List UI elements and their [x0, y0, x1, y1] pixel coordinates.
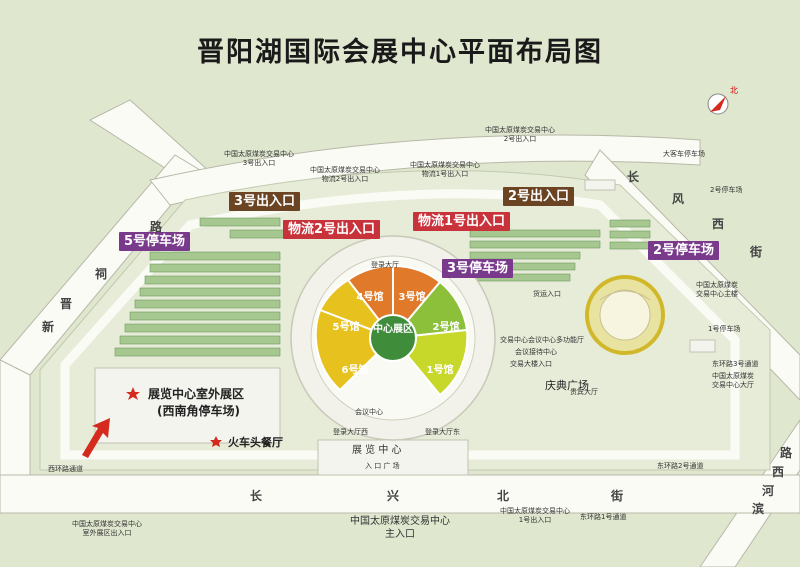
parking-2-tag: 2号停车场: [648, 241, 720, 260]
hall-2-label: 2号馆: [433, 320, 460, 333]
exhibition-center-label: 展 览 中 心: [352, 445, 402, 456]
road-changfeng-3: 西: [712, 217, 725, 231]
entrance-plaza-label: 入 口 广 场: [365, 462, 400, 470]
parking-5-tag: 5号停车场: [119, 232, 191, 251]
hall-3-label: 3号馆: [399, 290, 426, 303]
road-binhe-3: 西: [772, 465, 785, 479]
hall-1-label: 1号馆: [427, 363, 454, 376]
outdoor-star-icon: [126, 387, 140, 400]
parking-3-tag: 3号停车场: [442, 259, 514, 278]
main-entrance-label: 中国太原煤炭交易中心 主入口: [350, 516, 450, 540]
tower-label: 中国太原煤炭 交易中心主楼: [696, 281, 738, 298]
west-ring-label: 西环路通道: [48, 465, 83, 473]
ex3-label: 中国太原煤炭交易中心 3号出入口: [224, 150, 294, 167]
restaurant-star-icon: [210, 436, 222, 447]
compass-label: 北: [730, 86, 738, 95]
meeting-center-label: 会议中心: [355, 408, 383, 416]
hall-4-label: 4号馆: [357, 290, 384, 303]
road-bei: 北: [497, 489, 510, 503]
ex-log2-label: 中国太原煤炭交易中心 物流2号出入口: [310, 166, 380, 183]
road-xinjin-1: 新: [42, 320, 55, 334]
hall-5-label: 5号馆: [333, 320, 360, 333]
outdoor-area-sub: (西南角停车场): [157, 404, 240, 418]
east-1-channel-label: 东环路1号通道: [580, 513, 627, 521]
ex-log1-label: 中国太原煤炭交易中心 物流1号出入口: [410, 161, 480, 178]
hall-6-label: 6号馆: [342, 363, 369, 376]
road-binhe-1: 滨: [752, 502, 765, 516]
road-chang: 长: [250, 489, 263, 503]
entrance-2-tag: 2号出入口: [503, 187, 575, 206]
parking-1-small-label: 1号停车场: [708, 325, 741, 333]
southwest-entrance-label: 中国太原煤炭交易中心 室外展区出入口: [72, 520, 142, 537]
plaza-label: 庆典广场: [545, 379, 589, 392]
east-1-entrance-label: 中国太原煤炭交易中心 1号出入口: [500, 507, 570, 524]
center-hall-label: 中心展区: [373, 324, 413, 335]
entrance-3-tag: 3号出入口: [229, 192, 301, 211]
compass-icon: [707, 93, 729, 115]
road-jie: 街: [611, 489, 624, 503]
road-xing: 兴: [387, 489, 400, 503]
trade-building-entrance-label: 交易大楼入口: [510, 360, 552, 368]
page-title: 晋阳湖国际会展中心平面布局图: [197, 37, 603, 68]
road-xinjin-3: 祠: [95, 267, 108, 281]
login-hall-label: 登录大厅: [371, 261, 399, 269]
restaurant-label: 火车头餐厅: [228, 436, 283, 449]
east-2-channel-label: 东环路2号通道: [657, 462, 704, 470]
outdoor-area-label: 展览中心室外展区: [148, 387, 245, 401]
reception-center-label: 会议接待中心: [515, 348, 557, 356]
east-3-channel-label: 东环路3号通道: [712, 360, 759, 368]
road-changfeng-2: 风: [672, 192, 685, 206]
road-binhe-2: 河: [762, 484, 775, 498]
logistics-2-tag: 物流2号出入口: [283, 220, 381, 239]
login-hall-west-label: 登录大厅西: [333, 428, 368, 436]
cargo-entrance-label: 货运入口: [533, 290, 561, 298]
center-hall-small-label: 中国太原煤炭 交易中心大厅: [712, 372, 754, 389]
ex2-label: 中国太原煤炭交易中心 2号出入口: [485, 126, 555, 143]
vip-hall-label: 贵宾大厅: [570, 388, 598, 396]
road-binhe-4: 路: [780, 446, 793, 460]
logistics-1-tag: 物流1号出入口: [413, 212, 511, 231]
road-xinjin-2: 晋: [60, 297, 73, 311]
bus-parking-label: 大客车停车场: [663, 150, 705, 158]
hall-6-sector: [314, 308, 395, 392]
multi-function-hall-label: 交易中心会议中心多功能厅: [500, 336, 584, 344]
road-changfeng-1: 长: [627, 170, 640, 184]
road-changfeng-4: 街: [750, 245, 763, 259]
login-hall-east-label: 登录大厅东: [425, 428, 460, 436]
parking-2-small-label: 2号停车场: [710, 186, 743, 194]
road-xinjin-4: 路: [150, 220, 163, 234]
